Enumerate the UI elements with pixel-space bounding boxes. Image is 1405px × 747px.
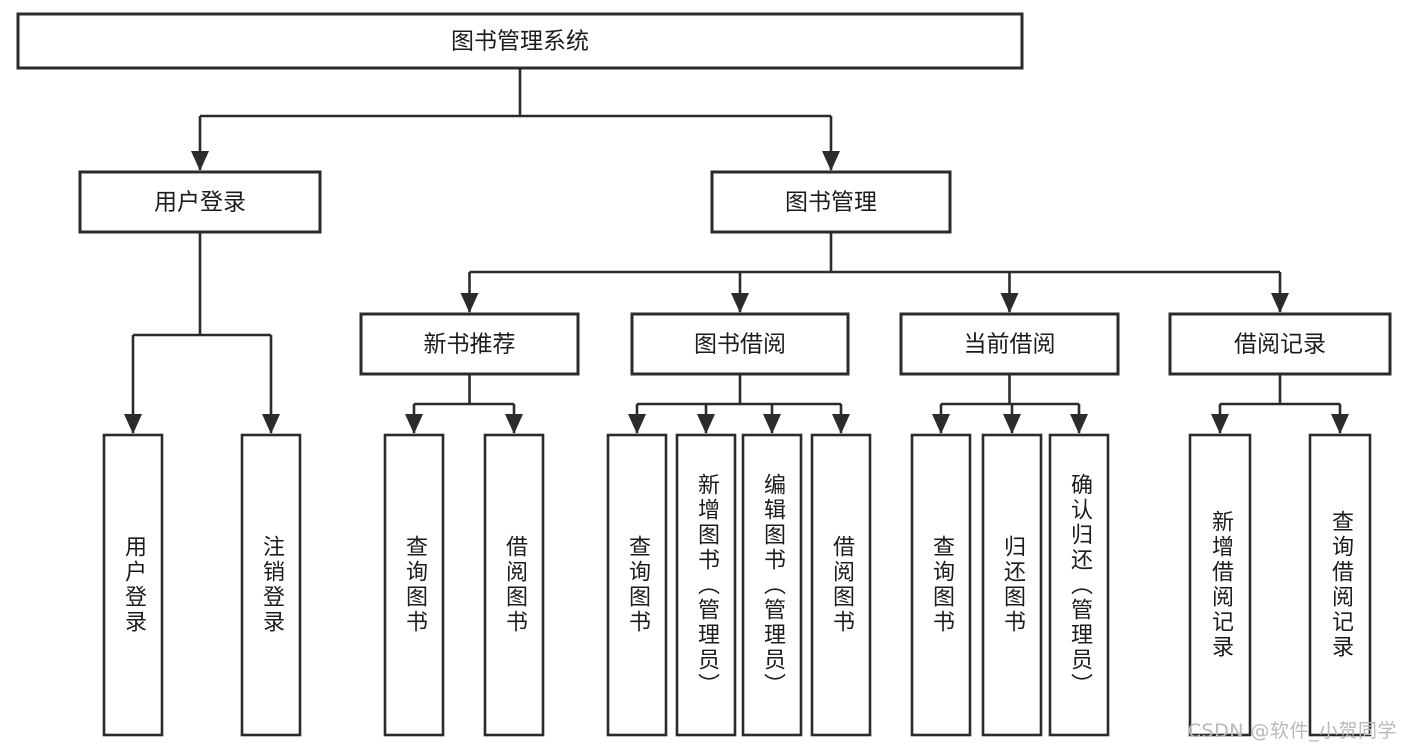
node-box-leaf-borrow-book-1[interactable]: [483, 433, 545, 737]
node-box-leaf-borrow-book-2[interactable]: [810, 433, 872, 737]
node-label-root: 图书管理系统: [451, 29, 589, 55]
arrow-user-login: [191, 151, 209, 171]
arrow-new-book-rec: [460, 293, 479, 313]
node-box-leaf-return-book[interactable]: [981, 433, 1043, 737]
node-box-borrow-record[interactable]: [1168, 312, 1392, 376]
node-box-root[interactable]: [16, 12, 1024, 70]
arrow-leaf-logout: [262, 414, 280, 434]
arrow-current-borrow: [1000, 293, 1019, 313]
node-box-book-borrow[interactable]: [630, 312, 850, 376]
node-box-book-manage[interactable]: [710, 170, 952, 234]
arrow-leaf-add-book: [697, 414, 715, 434]
watermark-text: CSDN @软件_小贺同学: [1187, 720, 1397, 742]
node-box-leaf-add-record[interactable]: [1188, 433, 1252, 737]
arrow-borrow-record: [1271, 293, 1289, 313]
node-box-leaf-add-book[interactable]: [675, 433, 737, 737]
arrow-leaf-confirm-return: [1070, 414, 1088, 434]
arrow-leaf-borrow-book-1: [505, 414, 523, 434]
node-box-leaf-logout[interactable]: [240, 433, 302, 737]
node-label-current-borrow: 当前借阅: [964, 332, 1056, 358]
node-box-leaf-query-book-1[interactable]: [383, 433, 445, 737]
arrow-leaf-borrow-book-2: [832, 414, 850, 434]
nodes-layer: [16, 12, 1392, 737]
node-box-leaf-query-record[interactable]: [1308, 433, 1372, 737]
node-box-leaf-confirm-return[interactable]: [1048, 433, 1110, 737]
node-box-leaf-query-book-2[interactable]: [606, 433, 668, 737]
node-box-leaf-edit-book[interactable]: [741, 433, 803, 737]
node-label-new-book-rec: 新书推荐: [424, 332, 516, 358]
arrow-leaf-query-record: [1331, 414, 1349, 434]
arrow-book-borrow: [731, 293, 749, 313]
node-label-borrow-record: 借阅记录: [1234, 332, 1326, 358]
node-label-book-manage: 图书管理: [785, 190, 877, 216]
node-label-user-login: 用户登录: [154, 190, 246, 216]
node-box-leaf-user-login[interactable]: [102, 433, 164, 737]
node-box-current-borrow[interactable]: [899, 312, 1120, 376]
arrow-leaf-query-book-1: [405, 414, 423, 434]
arrow-leaf-add-record: [1211, 414, 1229, 434]
arrow-leaf-edit-book: [763, 414, 781, 434]
node-box-new-book-rec[interactable]: [359, 312, 580, 376]
node-box-leaf-query-book-3[interactable]: [910, 433, 972, 737]
arrow-book-manage: [822, 151, 840, 171]
node-box-user-login[interactable]: [78, 170, 322, 234]
arrow-leaf-query-book-2: [628, 414, 646, 434]
edges-layer: [124, 68, 1349, 434]
arrow-leaf-return-book: [1003, 414, 1021, 434]
node-label-book-borrow: 图书借阅: [694, 332, 786, 358]
arrow-leaf-user-login: [124, 414, 142, 434]
arrow-leaf-query-book-3: [932, 414, 950, 434]
